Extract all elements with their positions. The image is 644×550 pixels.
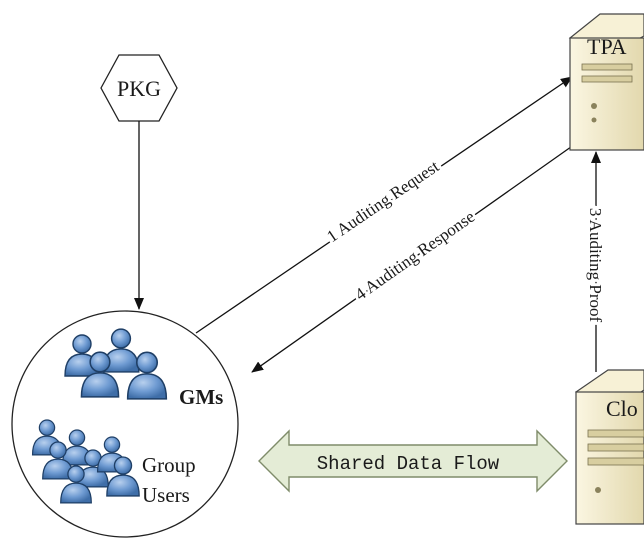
cloud-server-node: Clo — [574, 369, 644, 525]
shared-data-flow-label: Shared Data Flow — [317, 453, 500, 475]
auditing-response-label: 4 Auditing Response — [351, 207, 478, 304]
pkg-label: PKG — [117, 76, 161, 101]
users-node: GMs Group Users — [11, 310, 239, 538]
users-label: Users — [142, 483, 190, 507]
group-label: Group — [142, 453, 196, 477]
auditing-request-arrow — [195, 76, 573, 334]
auditing-request-label: 1 Auditing Request — [323, 157, 442, 247]
auditing-response-arrow — [251, 141, 579, 373]
tpa-label: TPA — [587, 34, 627, 59]
shared-data-flow-arrow: Shared Data Flow — [258, 429, 568, 493]
gms-label: GMs — [179, 385, 223, 409]
auditing-proof-label: 3 Auditing Proof — [586, 208, 605, 323]
tpa-server-node: TPA — [568, 13, 644, 151]
pkg-node: PKG — [100, 54, 178, 122]
cloud-label: Clo — [606, 396, 638, 421]
